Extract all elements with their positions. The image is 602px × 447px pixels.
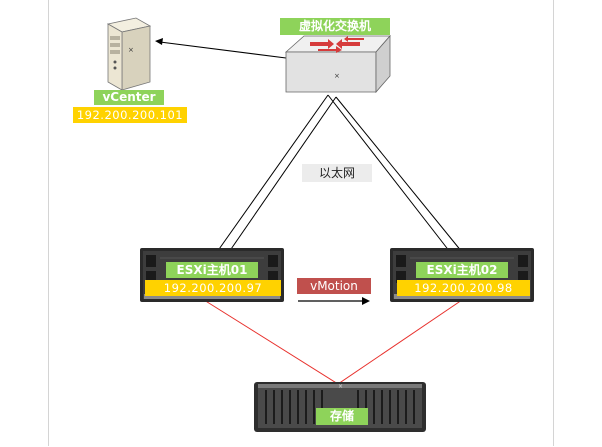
storage-label: 存储 xyxy=(316,408,368,425)
vcenter-ip-label: 192.200.200.101 xyxy=(73,107,187,123)
storage-link-host2 xyxy=(337,299,463,385)
ethernet-link-host2-a xyxy=(327,94,451,253)
ethernet-link-host2-b xyxy=(335,96,463,253)
vmotion-arrow-head xyxy=(362,297,370,305)
server-tower-icon: × xyxy=(106,17,152,91)
switch-label: 虚拟化交换机 xyxy=(280,18,390,35)
storage-link-host1 xyxy=(203,299,339,385)
svg-text:×: × xyxy=(334,72,340,80)
host-01-ip-label: 192.200.200.97 xyxy=(145,280,281,296)
host-01-name-label: ESXi主机01 xyxy=(166,262,258,278)
host-02-ip-label: 192.200.200.98 xyxy=(397,280,530,296)
ethernet-label: 以太网 xyxy=(302,164,372,182)
switch-icon: × xyxy=(284,34,391,94)
storage-array-icon: × xyxy=(254,382,426,432)
vcenter-name-label: vCenter xyxy=(94,90,164,105)
diagram-frame xyxy=(48,0,554,446)
ethernet-link-host1-a xyxy=(216,94,329,253)
svg-text:×: × xyxy=(338,383,343,390)
ethernet-link-host1-b xyxy=(228,96,337,253)
svg-text:×: × xyxy=(128,46,134,54)
host-02-name-label: ESXi主机02 xyxy=(416,262,508,278)
vmotion-label: vMotion xyxy=(297,278,371,294)
vcenter-switch-link xyxy=(159,41,287,59)
arrow-head xyxy=(155,38,163,45)
